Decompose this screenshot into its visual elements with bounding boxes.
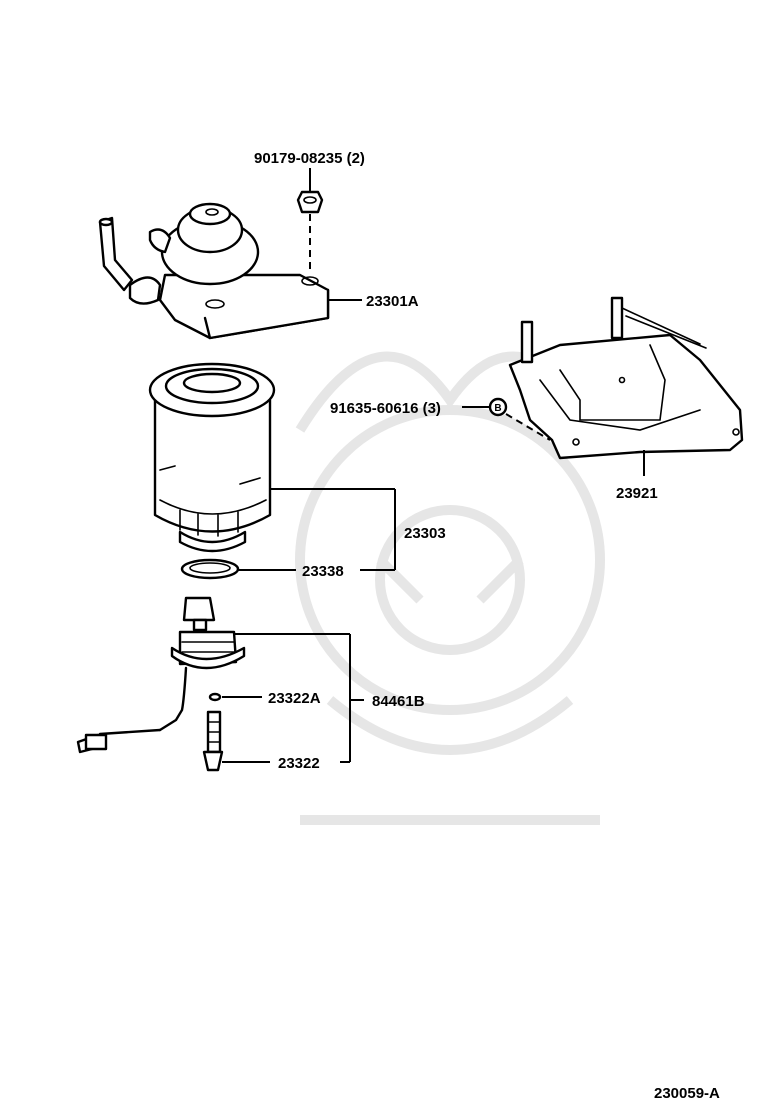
fuel-filter-part xyxy=(148,362,395,553)
label-o-ring: 23338 xyxy=(302,563,344,580)
label-filter-assy: 23303 xyxy=(404,525,446,542)
label-filter-head: 23301A xyxy=(366,293,419,310)
label-nut: 90179-08235 (2) xyxy=(254,150,365,167)
nut-part xyxy=(296,168,324,272)
sensor-o-ring-part xyxy=(208,692,262,702)
label-sensor-assy: 84461B xyxy=(372,693,425,710)
bolt-marker-part xyxy=(462,397,551,441)
label-bracket: 23921 xyxy=(616,485,658,502)
mounting-bracket-part xyxy=(508,296,744,476)
water-sensor-part xyxy=(76,596,350,754)
o-ring-part xyxy=(180,558,296,580)
filter-head-part xyxy=(98,202,362,340)
diagram-code: 230059-A xyxy=(654,1085,720,1102)
label-bolt: 91635-60616 (3) xyxy=(330,400,441,417)
label-sensor-o-ring: 23322A xyxy=(268,690,321,707)
label-sensor: 23322 xyxy=(278,755,320,772)
bolt-marker-letter: B xyxy=(494,403,501,414)
sensor-part xyxy=(202,710,270,772)
watermark-emblem xyxy=(295,351,605,825)
